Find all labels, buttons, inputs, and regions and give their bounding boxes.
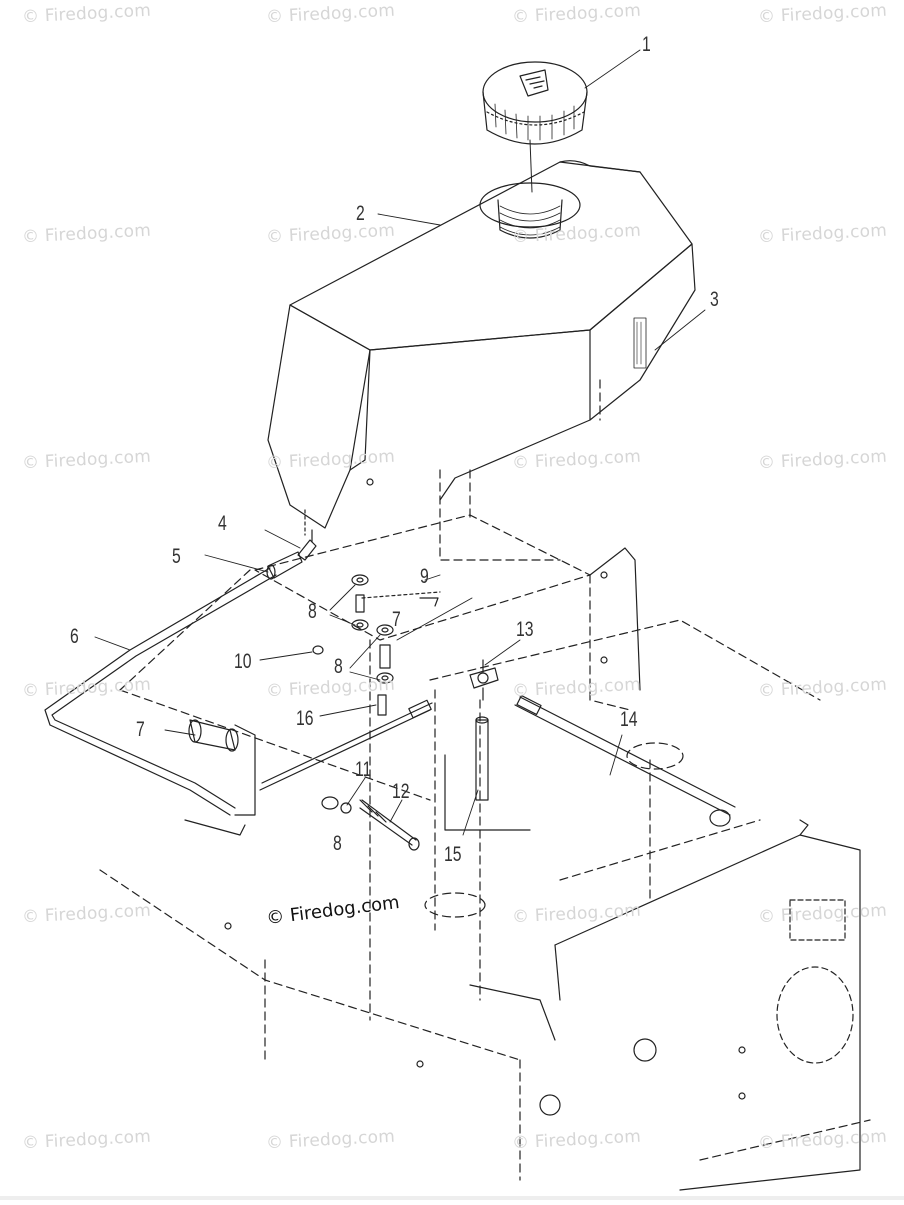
callout-2: 2 <box>356 202 365 225</box>
fuel-cap <box>482 61 588 145</box>
fuel-tank <box>267 160 696 536</box>
callout-14: 14 <box>620 708 638 731</box>
callout-8-lower: 8 <box>333 832 342 855</box>
hose-clamp <box>266 551 303 580</box>
elbow-fitting <box>297 529 317 561</box>
callout-15: 15 <box>444 843 462 866</box>
hardware <box>312 574 441 716</box>
return-hose <box>514 694 736 827</box>
callout-12: 12 <box>392 780 410 803</box>
callout-6: 6 <box>70 625 79 648</box>
frame-outline <box>99 379 871 1181</box>
callout-5: 5 <box>172 545 181 568</box>
callout-1: 1 <box>642 33 651 56</box>
callout-7: 7 <box>136 718 145 741</box>
frame-solid <box>184 547 861 1191</box>
bolt-assembly <box>321 796 420 851</box>
supply-hose <box>259 699 433 791</box>
callout-8-middle: 8 <box>334 655 343 678</box>
callout-13: 13 <box>516 618 534 641</box>
callout-9: 9 <box>420 565 429 588</box>
callout-7-upper: 7 <box>392 608 401 631</box>
callout-8-upper: 8 <box>308 600 317 623</box>
leader-lines <box>94 49 706 836</box>
spacer <box>475 716 489 801</box>
shutoff-valve <box>469 659 499 701</box>
page-bottom-edge <box>0 1196 904 1200</box>
callout-4: 4 <box>218 512 227 535</box>
fuel-filter <box>188 719 239 752</box>
callout-10: 10 <box>234 650 252 673</box>
callout-16: 16 <box>296 707 314 730</box>
callout-3: 3 <box>710 288 719 311</box>
callout-11: 11 <box>355 758 372 781</box>
fuel-line <box>44 567 277 816</box>
cap-guide-line <box>529 139 533 193</box>
